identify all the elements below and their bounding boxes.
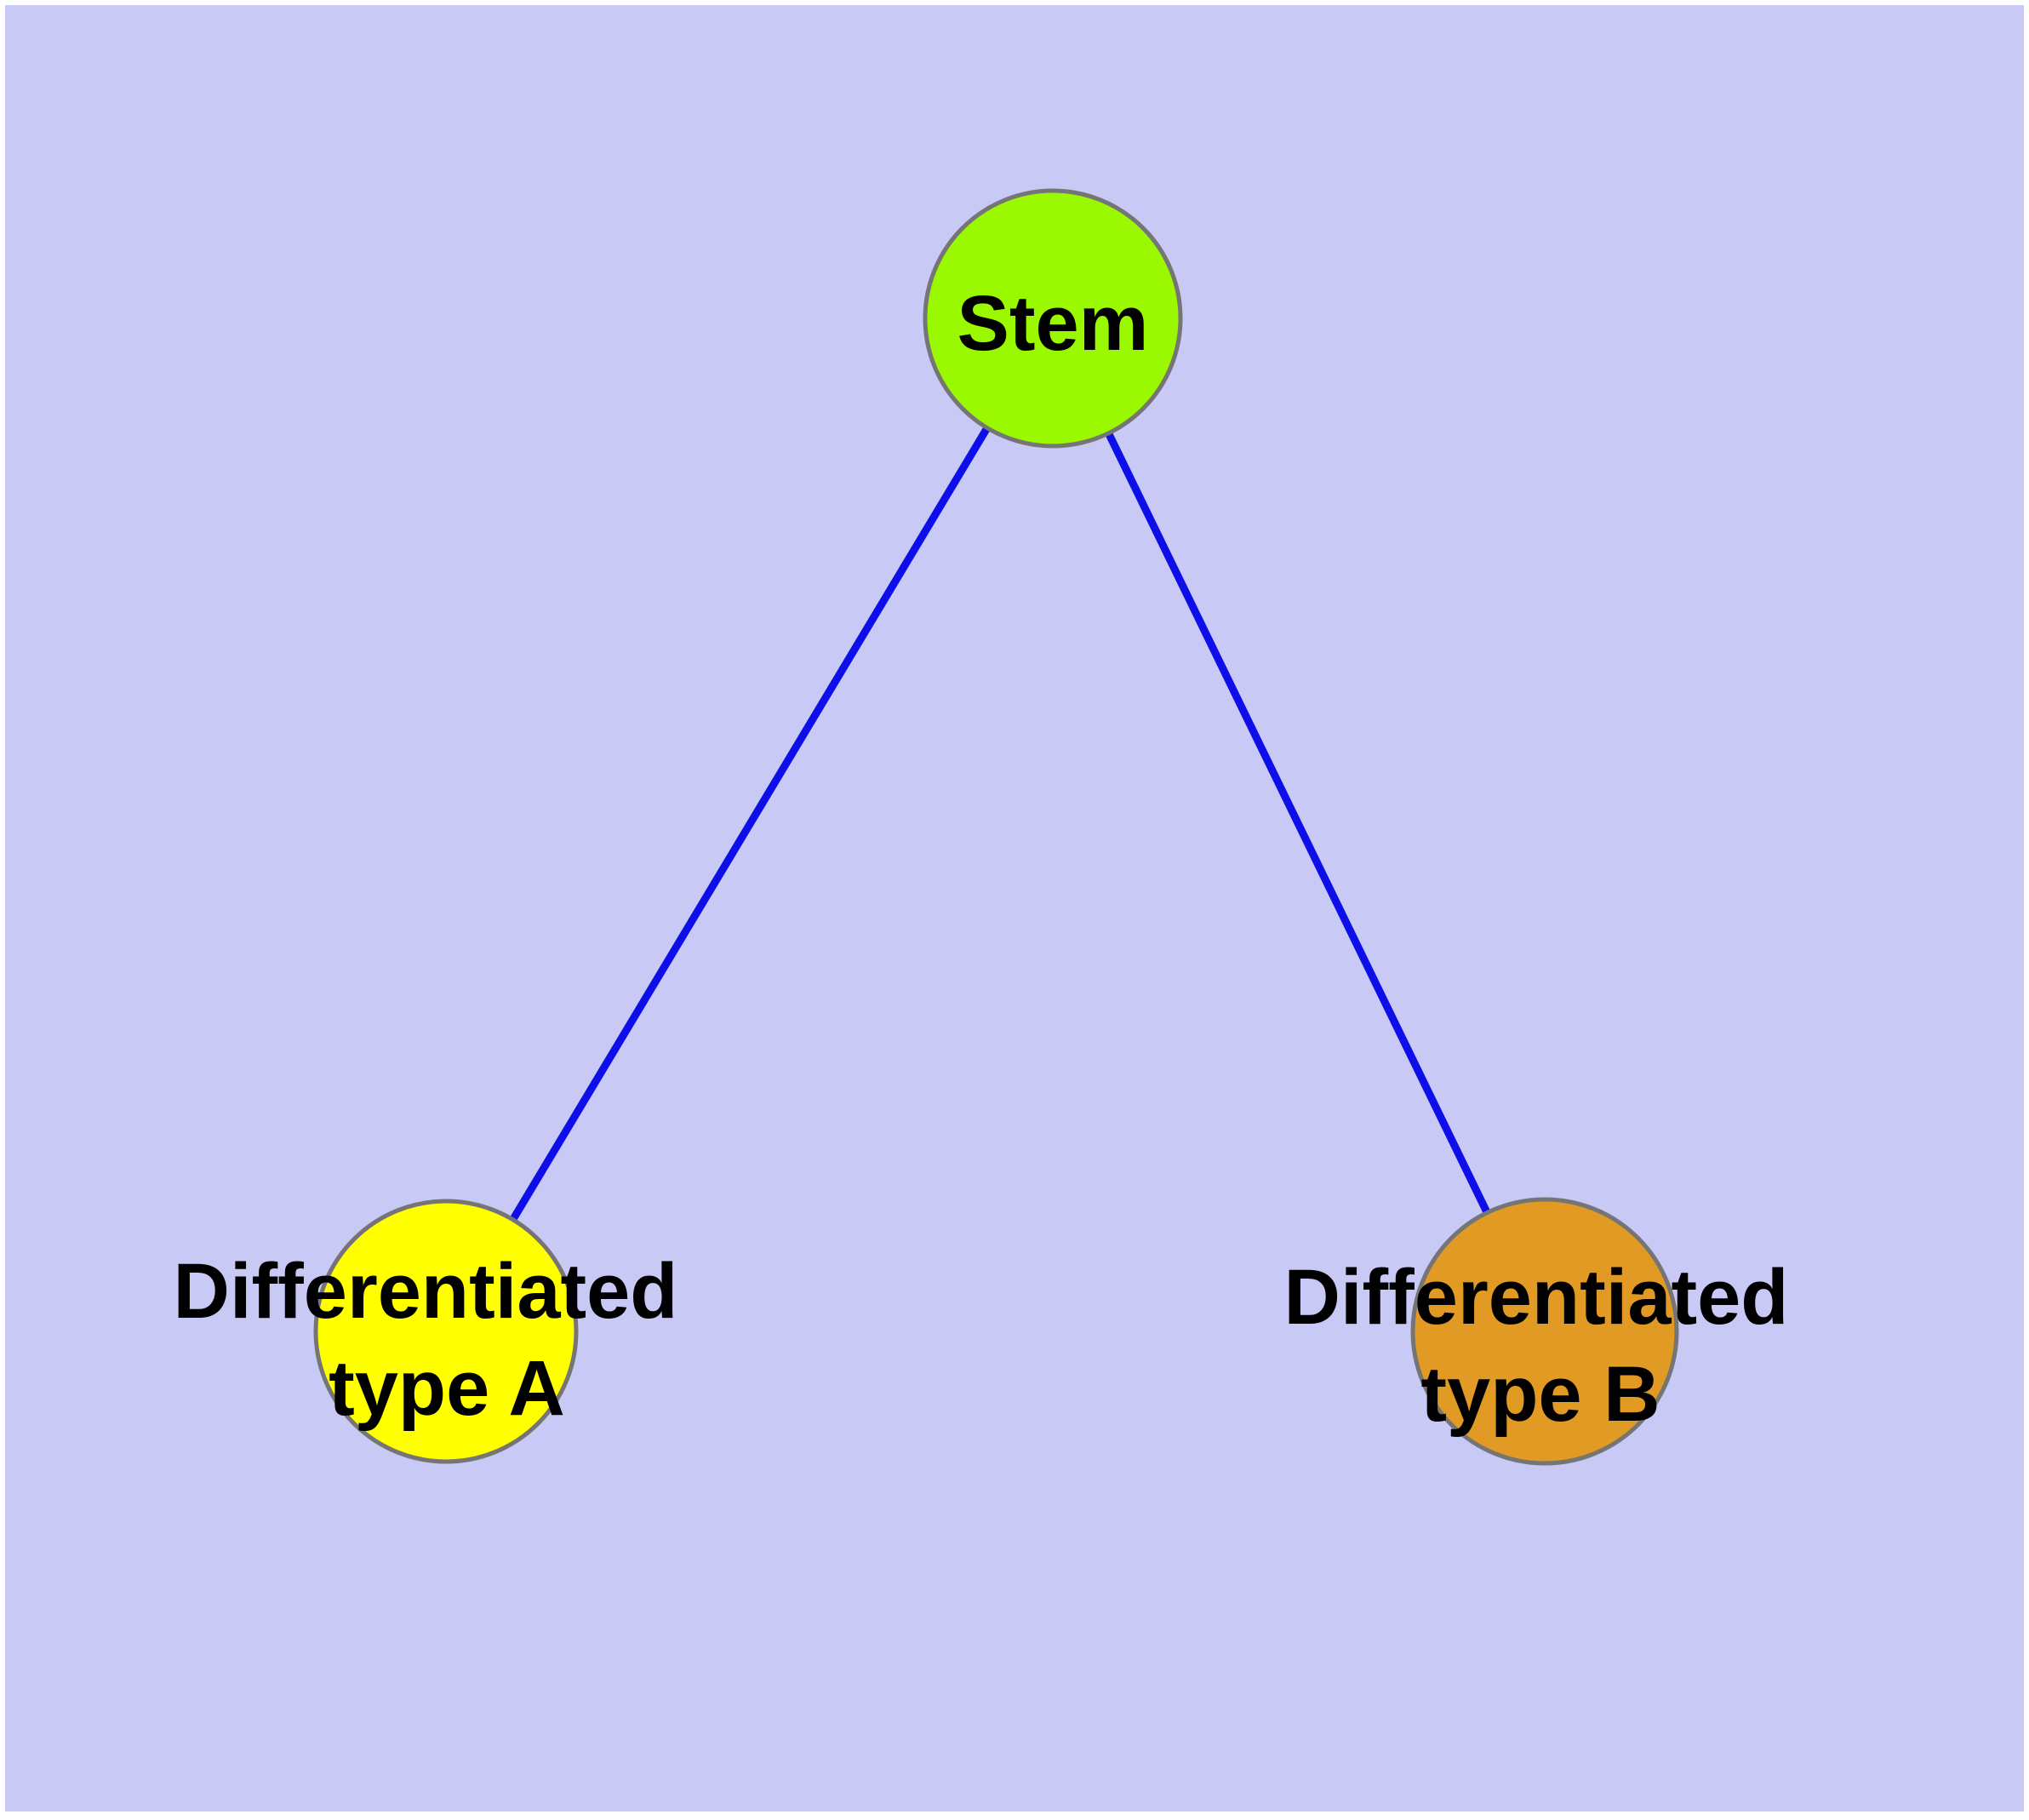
node-stem bbox=[923, 188, 1183, 449]
node-typeB-label-line1: Differentiated bbox=[1284, 1254, 1789, 1341]
node-typeB-label-line2: type B bbox=[1420, 1351, 1660, 1438]
node-typeA-label-line1: Differentiated bbox=[174, 1248, 678, 1335]
edge-stem-to-typeB bbox=[1049, 317, 1549, 1333]
node-typeA-label-line2: type A bbox=[329, 1345, 565, 1432]
node-stem-label: Stem bbox=[957, 280, 1149, 367]
edge-stem-to-typeA bbox=[443, 316, 1056, 1334]
node-typeB bbox=[1410, 1197, 1679, 1466]
node-typeA bbox=[313, 1199, 579, 1464]
